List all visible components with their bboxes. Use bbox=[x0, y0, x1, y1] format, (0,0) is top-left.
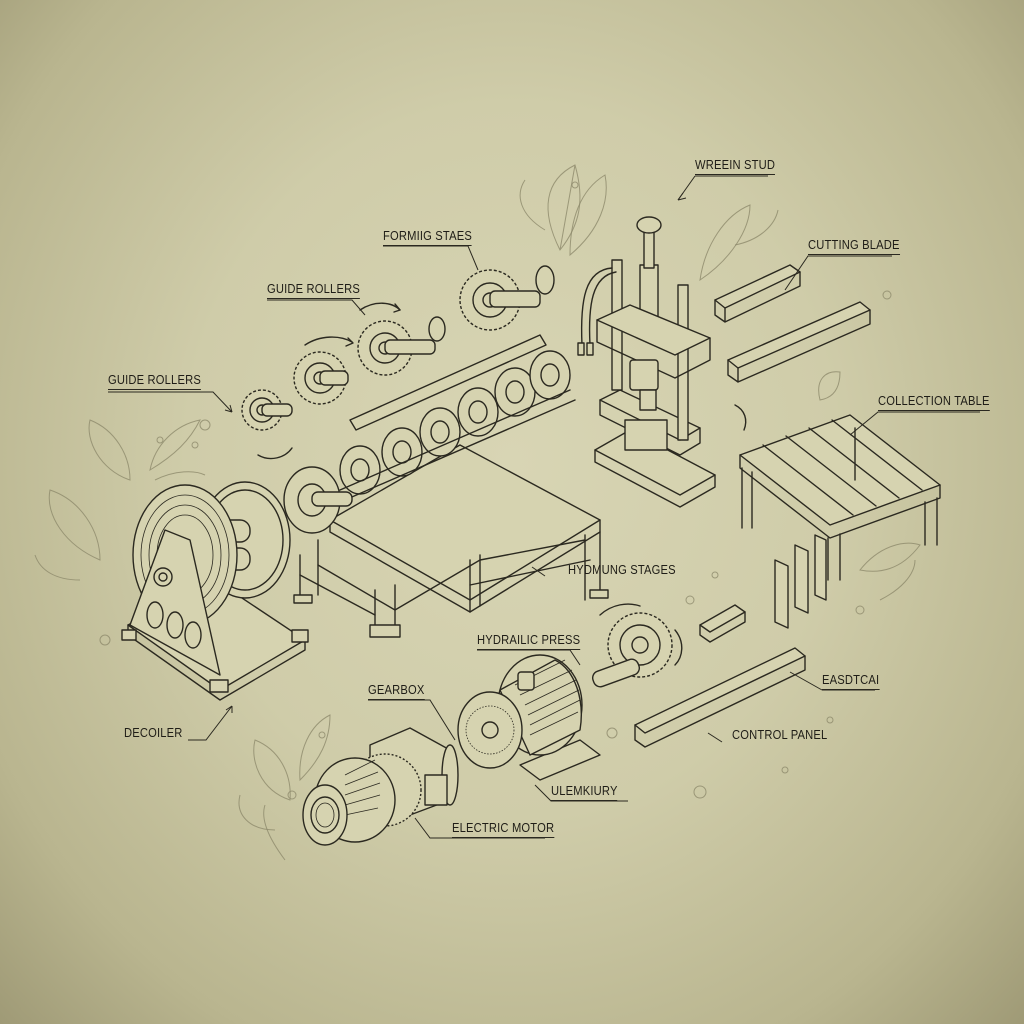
label-collection-table: COLLECTION TABLE bbox=[878, 393, 990, 411]
label-ulemkiury: ULEMKIURY bbox=[551, 783, 618, 801]
channel-profiles bbox=[634, 534, 827, 748]
guide-roller-gears bbox=[241, 265, 555, 460]
label-hydraulic-press: HYDRAILIC PRESS bbox=[477, 632, 581, 650]
leader-lines bbox=[108, 175, 980, 839]
label-guide-rollers-left: GUIDE ROLLERS bbox=[108, 372, 201, 390]
forming-stand bbox=[283, 350, 609, 638]
label-control-panel: CONTROL PANEL bbox=[732, 727, 828, 742]
decoiler bbox=[121, 481, 309, 701]
label-decoiler: DECOILER bbox=[124, 725, 183, 740]
label-wreein-stud: WREEIN STUD bbox=[695, 157, 776, 175]
label-easdtcai: EASDTCAI bbox=[822, 672, 880, 690]
cutting-blade-profiles bbox=[714, 264, 871, 431]
label-electric-motor: ELECTRIC MOTOR bbox=[452, 820, 555, 838]
label-cutting-blade: CUTTING BLADE bbox=[808, 237, 900, 255]
gearbox bbox=[302, 727, 459, 846]
hydraulic-press bbox=[577, 216, 716, 508]
label-guide-rollers-top: GUIDE ROLLERS bbox=[267, 281, 360, 299]
electric-motor bbox=[457, 654, 601, 781]
label-forming-stages: FORMIIG STAES bbox=[383, 228, 472, 246]
shaft-bar bbox=[349, 334, 547, 431]
label-hydming-stages: HYDMUNG STAGES bbox=[568, 562, 676, 577]
collection-table bbox=[739, 414, 941, 581]
leaf-decoration-icon bbox=[34, 164, 921, 861]
drive-gear bbox=[591, 603, 683, 688]
label-gearbox: GEARBOX bbox=[368, 682, 425, 700]
